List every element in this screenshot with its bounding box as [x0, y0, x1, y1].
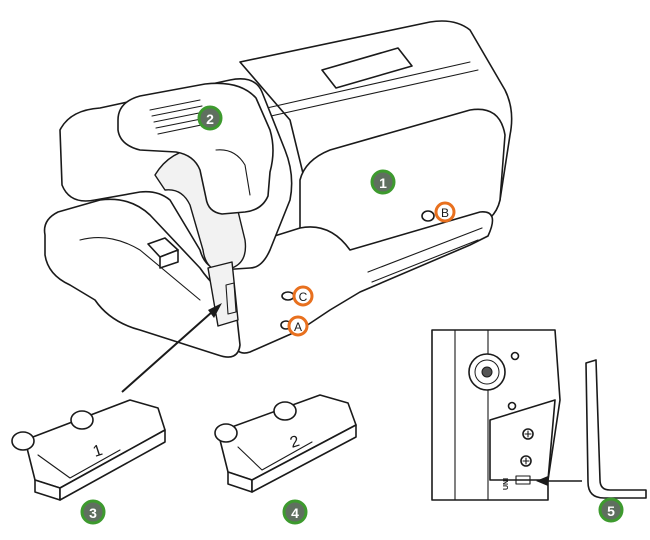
point-a-marker: A	[287, 315, 309, 337]
point-a-text: A	[294, 320, 302, 334]
release-button	[117, 82, 274, 215]
point-c-marker: C	[292, 285, 314, 307]
holster-body	[43, 20, 513, 358]
callout-5-badge: 5	[598, 497, 624, 523]
spacer-1: 1	[11, 399, 166, 501]
callout-1-badge: 1	[370, 169, 396, 195]
screw-hole-b	[421, 210, 435, 222]
hex-key	[536, 359, 647, 499]
callout-2-badge: 2	[197, 105, 223, 131]
screw-hole-c	[281, 291, 295, 301]
callout-3-badge: 3	[80, 499, 106, 525]
callout-1-text: 1	[379, 175, 387, 191]
callout-4-text: 4	[291, 505, 299, 521]
insert-arrow	[121, 303, 222, 393]
callout-4-badge: 4	[282, 499, 308, 525]
spacer-2: 2	[214, 394, 357, 493]
point-b-text: B	[441, 206, 449, 220]
detail-view: UNI	[431, 329, 561, 501]
uni-stamp: UNI	[503, 478, 510, 490]
point-b-marker: B	[434, 201, 456, 223]
callout-5-text: 5	[607, 503, 615, 519]
callout-3-text: 3	[89, 505, 97, 521]
callout-2-text: 2	[206, 111, 214, 127]
point-c-text: C	[299, 290, 308, 304]
